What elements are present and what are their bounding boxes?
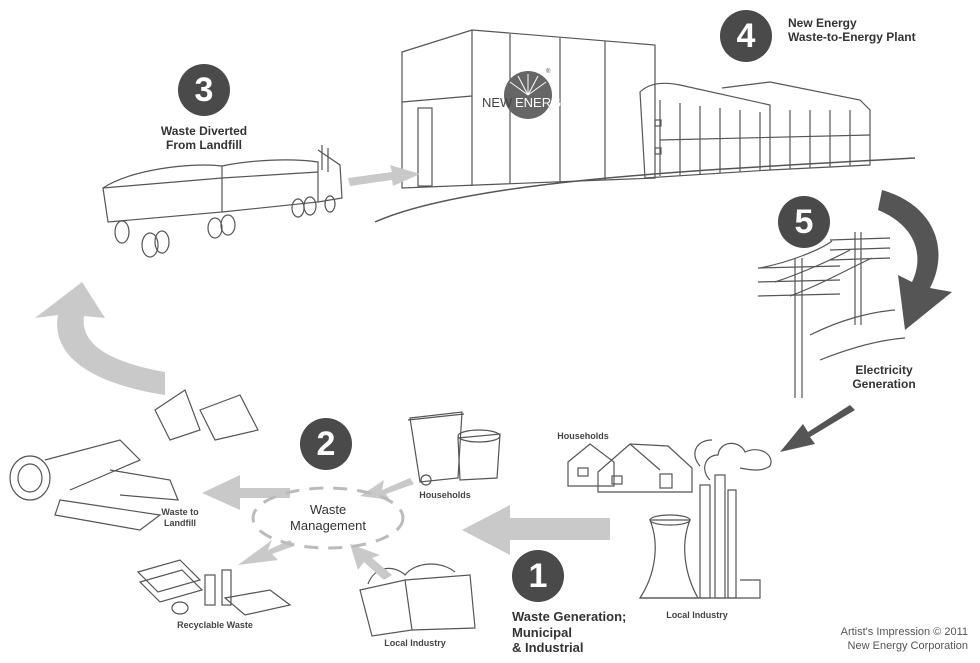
houses-illustration (567, 443, 693, 493)
step-5-title: Electricity Generation (852, 363, 916, 392)
logo-text-left: NEW (482, 95, 513, 110)
step-badge-1: 1 (512, 550, 564, 602)
power-poles (757, 232, 906, 398)
step-badge-5: 5 (778, 196, 830, 248)
truck-illustration (102, 145, 343, 258)
step-badge-3: 3 (178, 64, 230, 116)
waste-management-ring (251, 486, 405, 550)
label-households-bins: Households (419, 490, 471, 500)
label-recyclable-waste: Recyclable Waste (177, 620, 253, 630)
logo-registered-mark: ® (546, 68, 551, 75)
step-4-title: New Energy Waste-to-Energy Plant (788, 16, 916, 45)
recyclable-waste (136, 559, 292, 616)
arrow-landfill-loop (35, 282, 165, 395)
label-local-industry-skips: Local Industry (384, 638, 446, 648)
factory-illustration (638, 439, 772, 599)
arrow-truck-to-plant (348, 165, 420, 186)
logo-text-right: ENERGY (515, 95, 570, 110)
landfill-waste (9, 389, 259, 531)
step-badge-4: 4 (720, 10, 772, 62)
arrow-households-to-management (360, 478, 414, 500)
step-3-title: Waste Diverted From Landfill (160, 124, 248, 153)
label-waste-to-landfill: Waste to Landfill (161, 507, 199, 529)
waste-to-energy-plant (401, 29, 871, 189)
new-energy-logo: NEW ENERGY ® (482, 68, 570, 119)
skip-bins (359, 563, 476, 637)
step-badge-2: 2 (300, 418, 352, 470)
ground-line (374, 157, 916, 223)
arrow-industry-to-management (462, 505, 610, 555)
arrow-management-to-landfill (202, 475, 290, 510)
step-2-title: Waste Management (290, 502, 366, 533)
label-local-industry-factory: Local Industry (666, 610, 728, 620)
arrow-management-to-recycling (238, 540, 294, 565)
copyright-credit: Artist's Impression © 2011 New Energy Co… (840, 626, 968, 652)
arrow-skips-to-management (350, 544, 392, 580)
flow-arrows (35, 165, 952, 580)
arrow-grid-to-industry (780, 405, 855, 452)
step-1-title: Waste Generation; Municipal & Industrial (512, 609, 627, 656)
wheelie-bins (407, 411, 501, 486)
arrow-plant-to-grid (878, 190, 952, 330)
label-households-house: Households (557, 431, 609, 441)
